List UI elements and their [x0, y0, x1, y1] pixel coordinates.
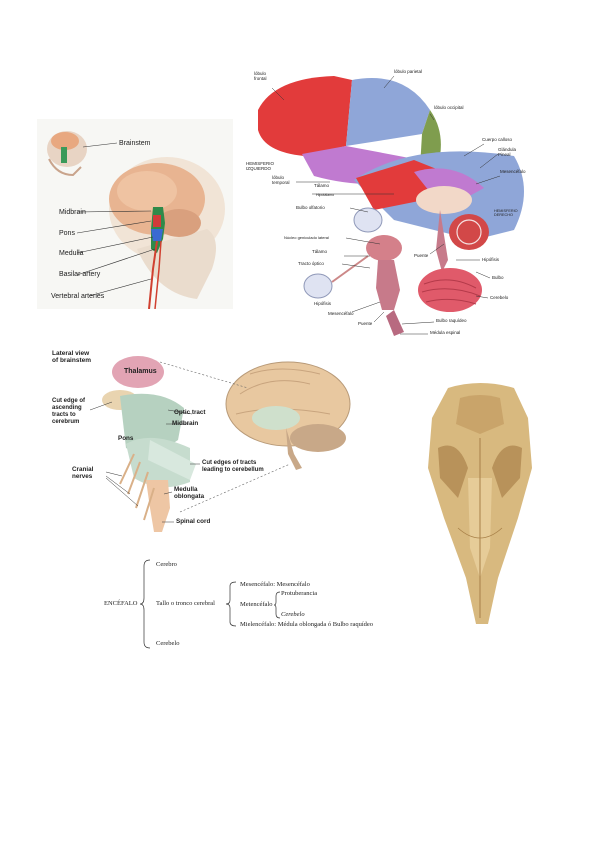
- label-puente-1: Puente: [414, 253, 429, 258]
- label-optic-tract: Optic tract: [174, 409, 206, 416]
- label-thalamus: Thalamus: [124, 368, 157, 375]
- scheme-tallo: Tallo o tronco cerebral: [156, 600, 215, 607]
- label-medula-espinal: Médula espinal: [430, 330, 461, 335]
- scheme-root: ENCÉFALO: [104, 600, 138, 607]
- scheme-protuberancia: Protuberancia: [281, 590, 318, 597]
- scheme-metencefalo: Metencéfalo: [240, 601, 273, 608]
- scheme-cerebelo-italic: Cerebelo: [281, 611, 305, 618]
- label-hipofisis-1: Hipófisis: [482, 257, 500, 262]
- label-cut-edges: Cut edges of tracts leading to cerebellu…: [202, 460, 264, 473]
- brain-sagittal-figure: lóbulo frontal lóbulo parietal lóbulo oc…: [244, 60, 532, 342]
- label-hemisferio-derecho: HEMISFERIO DERECHO: [494, 209, 518, 217]
- label-pons: Pons: [118, 435, 134, 442]
- brainstem-specimen-photo: [418, 378, 542, 628]
- label-puente-2: Puente: [358, 321, 373, 326]
- label-talamo-1: Tálamo: [314, 183, 330, 188]
- figure-title: Lateral view of brainstem: [52, 350, 92, 365]
- label-bulbo: Bulbo: [492, 275, 504, 280]
- label-medulla: Medulla: [59, 250, 84, 257]
- label-midbrain: Midbrain: [59, 209, 86, 216]
- label-lobulo-occipital: lóbulo occipital: [434, 105, 464, 110]
- scheme-cerebro: Cerebro: [156, 561, 177, 568]
- label-lobulo-temporal: lóbulo temporal: [272, 175, 290, 185]
- label-basilar-artery: Basilar artery: [59, 271, 101, 278]
- lateral-brainstem-illustration: [89, 356, 351, 532]
- label-cranial-nerves: Cranial nerves: [72, 466, 94, 481]
- label-cuerpo-calloso: Cuerpo calloso: [482, 137, 513, 142]
- scheme-mesencefalo: Mesencéfalo: Mesencéfalo: [240, 581, 310, 588]
- scheme-mielencefalo: Mielencéfalo: Médula oblongada ó Bulbo r…: [240, 621, 374, 628]
- label-vertebral-arteries: Vertebral arteries: [51, 293, 105, 300]
- label-spinal-cord: Spinal cord: [176, 518, 211, 525]
- label-bulbo-olfatorio: Bulbo olfatorio: [296, 205, 325, 210]
- brainstem-head-figure: Brainstem Midbrain Pons Medulla Basilar …: [37, 119, 233, 309]
- label-medulla-oblongata: Medulla oblongata: [174, 486, 205, 501]
- label-lobulo-parietal: lóbulo parietal: [394, 69, 423, 74]
- label-lobulo-frontal: lóbulo frontal: [254, 71, 267, 81]
- label-hipotalamo: Hipotálamo: [316, 193, 335, 197]
- label-hemisferio-izquierdo: HEMISFERIO IZQUIERDO: [246, 161, 275, 171]
- label-tracto-optico: Tracto óptico: [298, 261, 324, 266]
- specimen-illustration: [428, 383, 532, 624]
- scheme-braces: [139, 559, 281, 649]
- label-glandula-pineal: Glándula Pineal: [498, 147, 517, 157]
- label-cerebelo: Cerebelo: [490, 295, 509, 300]
- encefalo-scheme: ENCÉFALO Cerebro Tallo o tronco cerebral…: [100, 556, 400, 656]
- label-pons: Pons: [59, 230, 75, 237]
- head-illustration: [47, 131, 225, 309]
- label-bulbo-raquideo: Bulbo raquídeo: [436, 318, 467, 323]
- label-midbrain: Midbrain: [172, 420, 199, 427]
- brain-sagittal-illustration: [258, 75, 524, 336]
- lateral-brainstem-figure: Lateral view of brainstem Thalamus Cut e…: [50, 344, 358, 532]
- scheme-cerebelo: Cerebelo: [156, 640, 180, 647]
- label-cut-edge: Cut edge of ascending tracts to cerebrum: [52, 398, 85, 425]
- label-brainstem: Brainstem: [119, 140, 151, 147]
- label-mesencefalo-right: Mesencéfalo: [500, 169, 526, 174]
- label-nucleo-geniculado: Núcleo geniculado lateral: [284, 235, 329, 240]
- label-talamo-2: Tálamo: [312, 249, 328, 254]
- label-mesencefalo-left: Mesencéfalo: [328, 311, 354, 316]
- label-hipofisis-2: Hipófisis: [314, 301, 332, 306]
